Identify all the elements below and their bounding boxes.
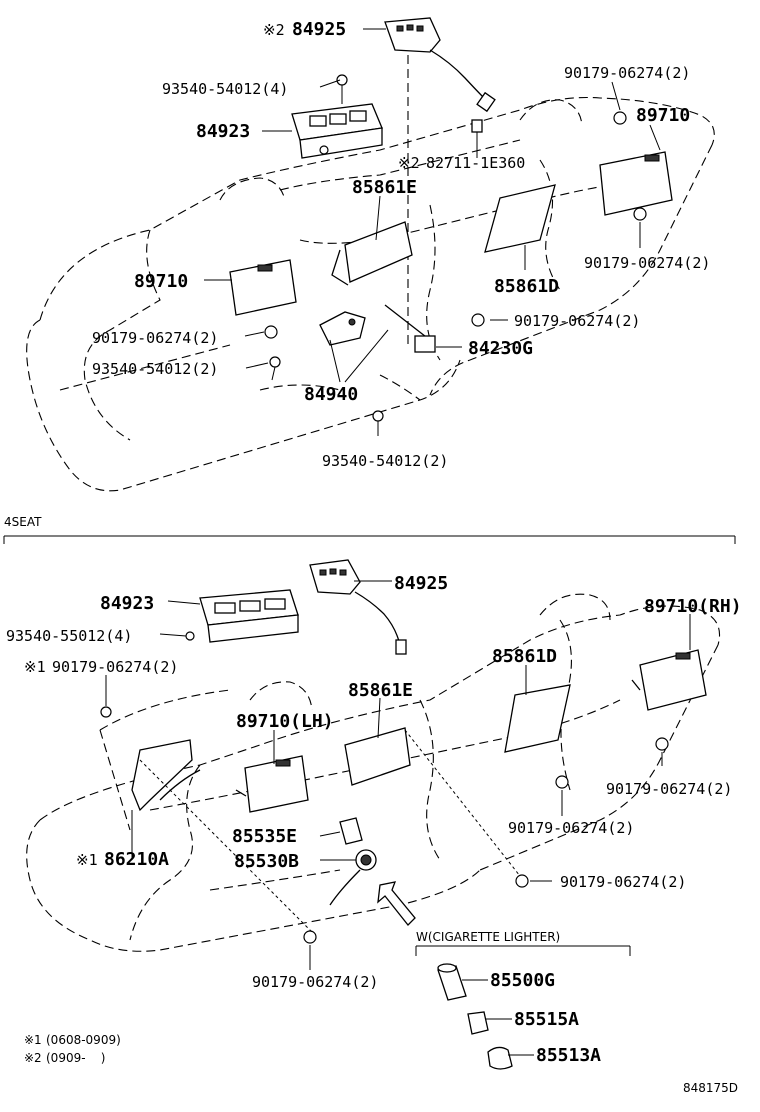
footnote-1-mark: ※1 xyxy=(24,1033,42,1047)
controller-84925-top xyxy=(384,17,441,53)
label-90179-tr-top: 90179-06274(2) xyxy=(564,64,690,82)
diagram-id: 848175D xyxy=(683,1081,738,1095)
label-90179-r-bottom: 90179-06274(2) xyxy=(606,780,732,798)
label-90179-mb-bottom: 90179-06274(2) xyxy=(560,873,686,891)
part-85535E-bottom xyxy=(339,817,363,845)
inset-title: W(CIGARETTE LIGHTER) xyxy=(416,930,560,944)
label-90179-b-bottom: 90179-06274(2) xyxy=(252,973,378,991)
label-84923-top: 84923 xyxy=(196,121,250,142)
label-85861D-top: 85861D xyxy=(494,276,559,297)
label-85513A: 85513A xyxy=(536,1045,601,1066)
label-90179-m-top: 90179-06274(2) xyxy=(514,312,640,330)
plate-85861E-top xyxy=(344,221,413,283)
ring-85513A xyxy=(487,1046,513,1070)
cigarette-lighter-inset: W(CIGARETTE LIGHTER) 85500G 85515A 85513… xyxy=(415,930,631,1070)
label-90179-tl-bottom: 90179-06274(2) xyxy=(52,658,178,676)
label-84925-top: 84925 xyxy=(292,19,346,40)
section-header-4seat: 4SEAT xyxy=(3,515,736,544)
label-85515A: 85515A xyxy=(514,1009,579,1030)
label-86210A-bottom: 86210A xyxy=(104,849,169,870)
footnote-1-text: (0608-0909) xyxy=(46,1033,121,1047)
label-93540-bottom: 93540-55012(4) xyxy=(6,627,132,645)
label-84925-bottom: 84925 xyxy=(394,573,448,594)
footnotes: ※1 (0608-0909) ※2 (0909- ) xyxy=(24,1033,121,1065)
label-84940-top: 84940 xyxy=(304,384,358,405)
mark-84925-top: ※2 xyxy=(263,21,285,39)
label-85861D-bottom: 85861D xyxy=(492,646,557,667)
bottom-labels: 84925 84923 93540-55012(4) ※1 90179-0627… xyxy=(6,573,742,991)
label-84230G-top: 84230G xyxy=(468,338,533,359)
switch-84230G-top xyxy=(414,335,436,353)
label-93540-top: 93540-54012(4) xyxy=(162,80,288,98)
footnote-2-mark: ※2 xyxy=(24,1051,42,1065)
label-85861E-top: 85861E xyxy=(352,177,417,198)
label-89710-l-top: 89710 xyxy=(134,271,188,292)
label-90179-m-bottom: 90179-06274(2) xyxy=(508,819,634,837)
plate-85861E-bottom xyxy=(344,727,411,786)
footnote-2-text: (0909- ) xyxy=(46,1051,106,1065)
label-85861E-bottom: 85861E xyxy=(348,680,413,701)
label-85535E-bottom: 85535E xyxy=(232,826,297,847)
label-89710lh-bottom: 89710(LH) xyxy=(236,711,334,732)
bottom-seat-assembly xyxy=(26,559,721,970)
label-85500G: 85500G xyxy=(490,970,555,991)
label-93540-b-top: 93540-54012(2) xyxy=(322,452,448,470)
controller-84925-bottom xyxy=(309,559,361,595)
top-seat-assembly xyxy=(26,17,715,492)
label-93540-l-top: 93540-54012(2) xyxy=(92,360,218,378)
bracket-86210A-bottom xyxy=(131,739,193,812)
label-89710-r-top: 89710 xyxy=(636,105,690,126)
section-title: 4SEAT xyxy=(4,515,42,529)
top-labels: ※2 84925 93540-54012(4) 84923 ※2 82711-1… xyxy=(92,19,710,470)
label-84923-bottom: 84923 xyxy=(100,593,154,614)
module-89710-rh-bottom xyxy=(639,649,707,711)
socket-85515A xyxy=(467,1011,489,1035)
label-90179-l-top: 90179-06274(2) xyxy=(92,329,218,347)
label-89710rh-bottom: 89710(RH) xyxy=(644,596,742,617)
mark-86210A-bottom: ※1 xyxy=(76,851,98,869)
label-85530B-bottom: 85530B xyxy=(234,851,299,872)
label-82711-top: 82711-1E360 xyxy=(426,154,525,172)
view-arrow xyxy=(377,881,416,926)
module-89710-right-top xyxy=(599,151,673,216)
plate-85861D-top xyxy=(484,184,556,253)
plate-85861D-bottom xyxy=(504,684,571,753)
module-89710-left-top xyxy=(229,259,297,316)
mark-90179-tl-bottom: ※1 xyxy=(24,658,46,676)
mark-82711-top: ※2 xyxy=(398,154,420,172)
label-90179-r2-top: 90179-06274(2) xyxy=(584,254,710,272)
bracket-84940-top xyxy=(319,311,366,346)
